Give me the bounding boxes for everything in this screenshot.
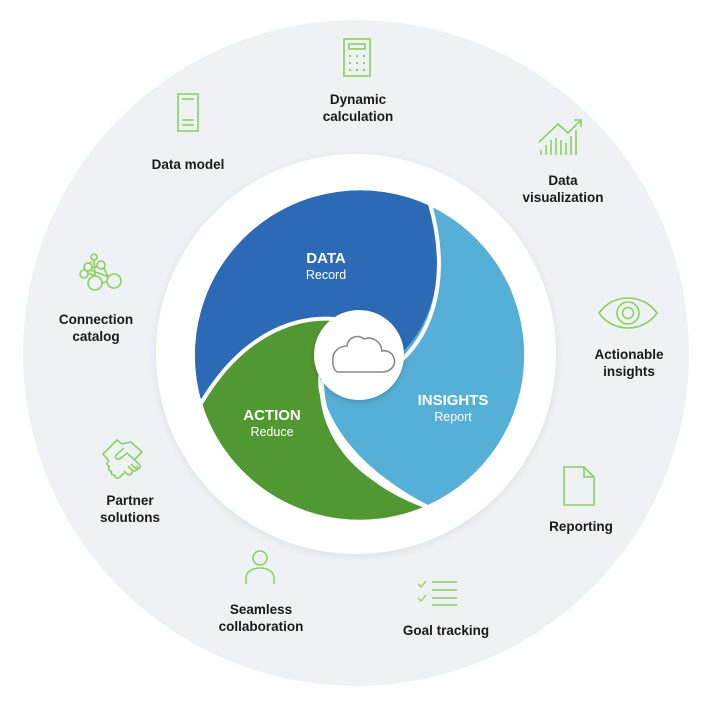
label-line: Reporting [549,519,613,534]
feature-label-data-visualization: Data visualization [522,172,603,206]
label-line: insights [603,364,655,379]
label-line: Dynamic [329,92,387,107]
feature-label-reporting: Reporting [549,518,613,535]
label-line: Seamless [229,602,293,617]
segment-title: INSIGHTS [417,392,489,409]
feature-icons [79,38,658,606]
feature-label-dynamic-calculation: Dynamic calculation [323,91,394,125]
feature-label-seamless-collaboration: Seamless collaboration [219,601,304,635]
label-line: catalog [72,329,120,344]
label-line: Partner [106,493,154,508]
document-icon [177,93,199,132]
segment-title: DATA [306,250,346,267]
segment-subtitle: Record [305,268,347,282]
label-line: collaboration [218,619,304,634]
segment-title: ACTION [243,407,301,424]
network-nodes-icon [79,253,122,291]
label-line: Connection [58,312,134,327]
chart-trend-icon [538,119,582,155]
segment-subtitle: Reduce [250,425,294,439]
segment-insights[interactable] [320,206,525,505]
segment-label-insights: INSIGHTS Report [418,393,489,425]
divider-action-data [198,316,346,407]
label-line: Data [548,173,578,188]
label-line: Data model [151,157,225,172]
cloud-icon [332,335,396,373]
label-line: Actionable [594,347,664,362]
segment-label-action: ACTION Reduce [243,408,301,440]
label-line: visualization [522,190,604,205]
segment-action[interactable] [202,318,428,520]
divider-insights-action [320,379,429,509]
label-line: solutions [100,510,160,525]
eye-icon [598,297,658,329]
feature-label-data-model: Data model [152,156,225,173]
feature-label-goal-tracking: Goal tracking [403,622,489,639]
feature-label-connection-catalog: Connection catalog [59,311,133,345]
handshake-icon [101,438,144,479]
segment-subtitle: Report [434,410,472,424]
center-hub [314,310,404,400]
segment-label-data: DATA Record [306,251,346,283]
feature-label-partner-solutions: Partner solutions [100,492,160,526]
feature-label-actionable-insights: Actionable insights [594,346,663,380]
checklist-icon [417,580,457,606]
person-icon [245,550,275,584]
label-line: Goal tracking [402,623,490,638]
calculator-icon [343,38,371,77]
page-icon [563,466,595,506]
label-line: calculation [322,109,394,124]
